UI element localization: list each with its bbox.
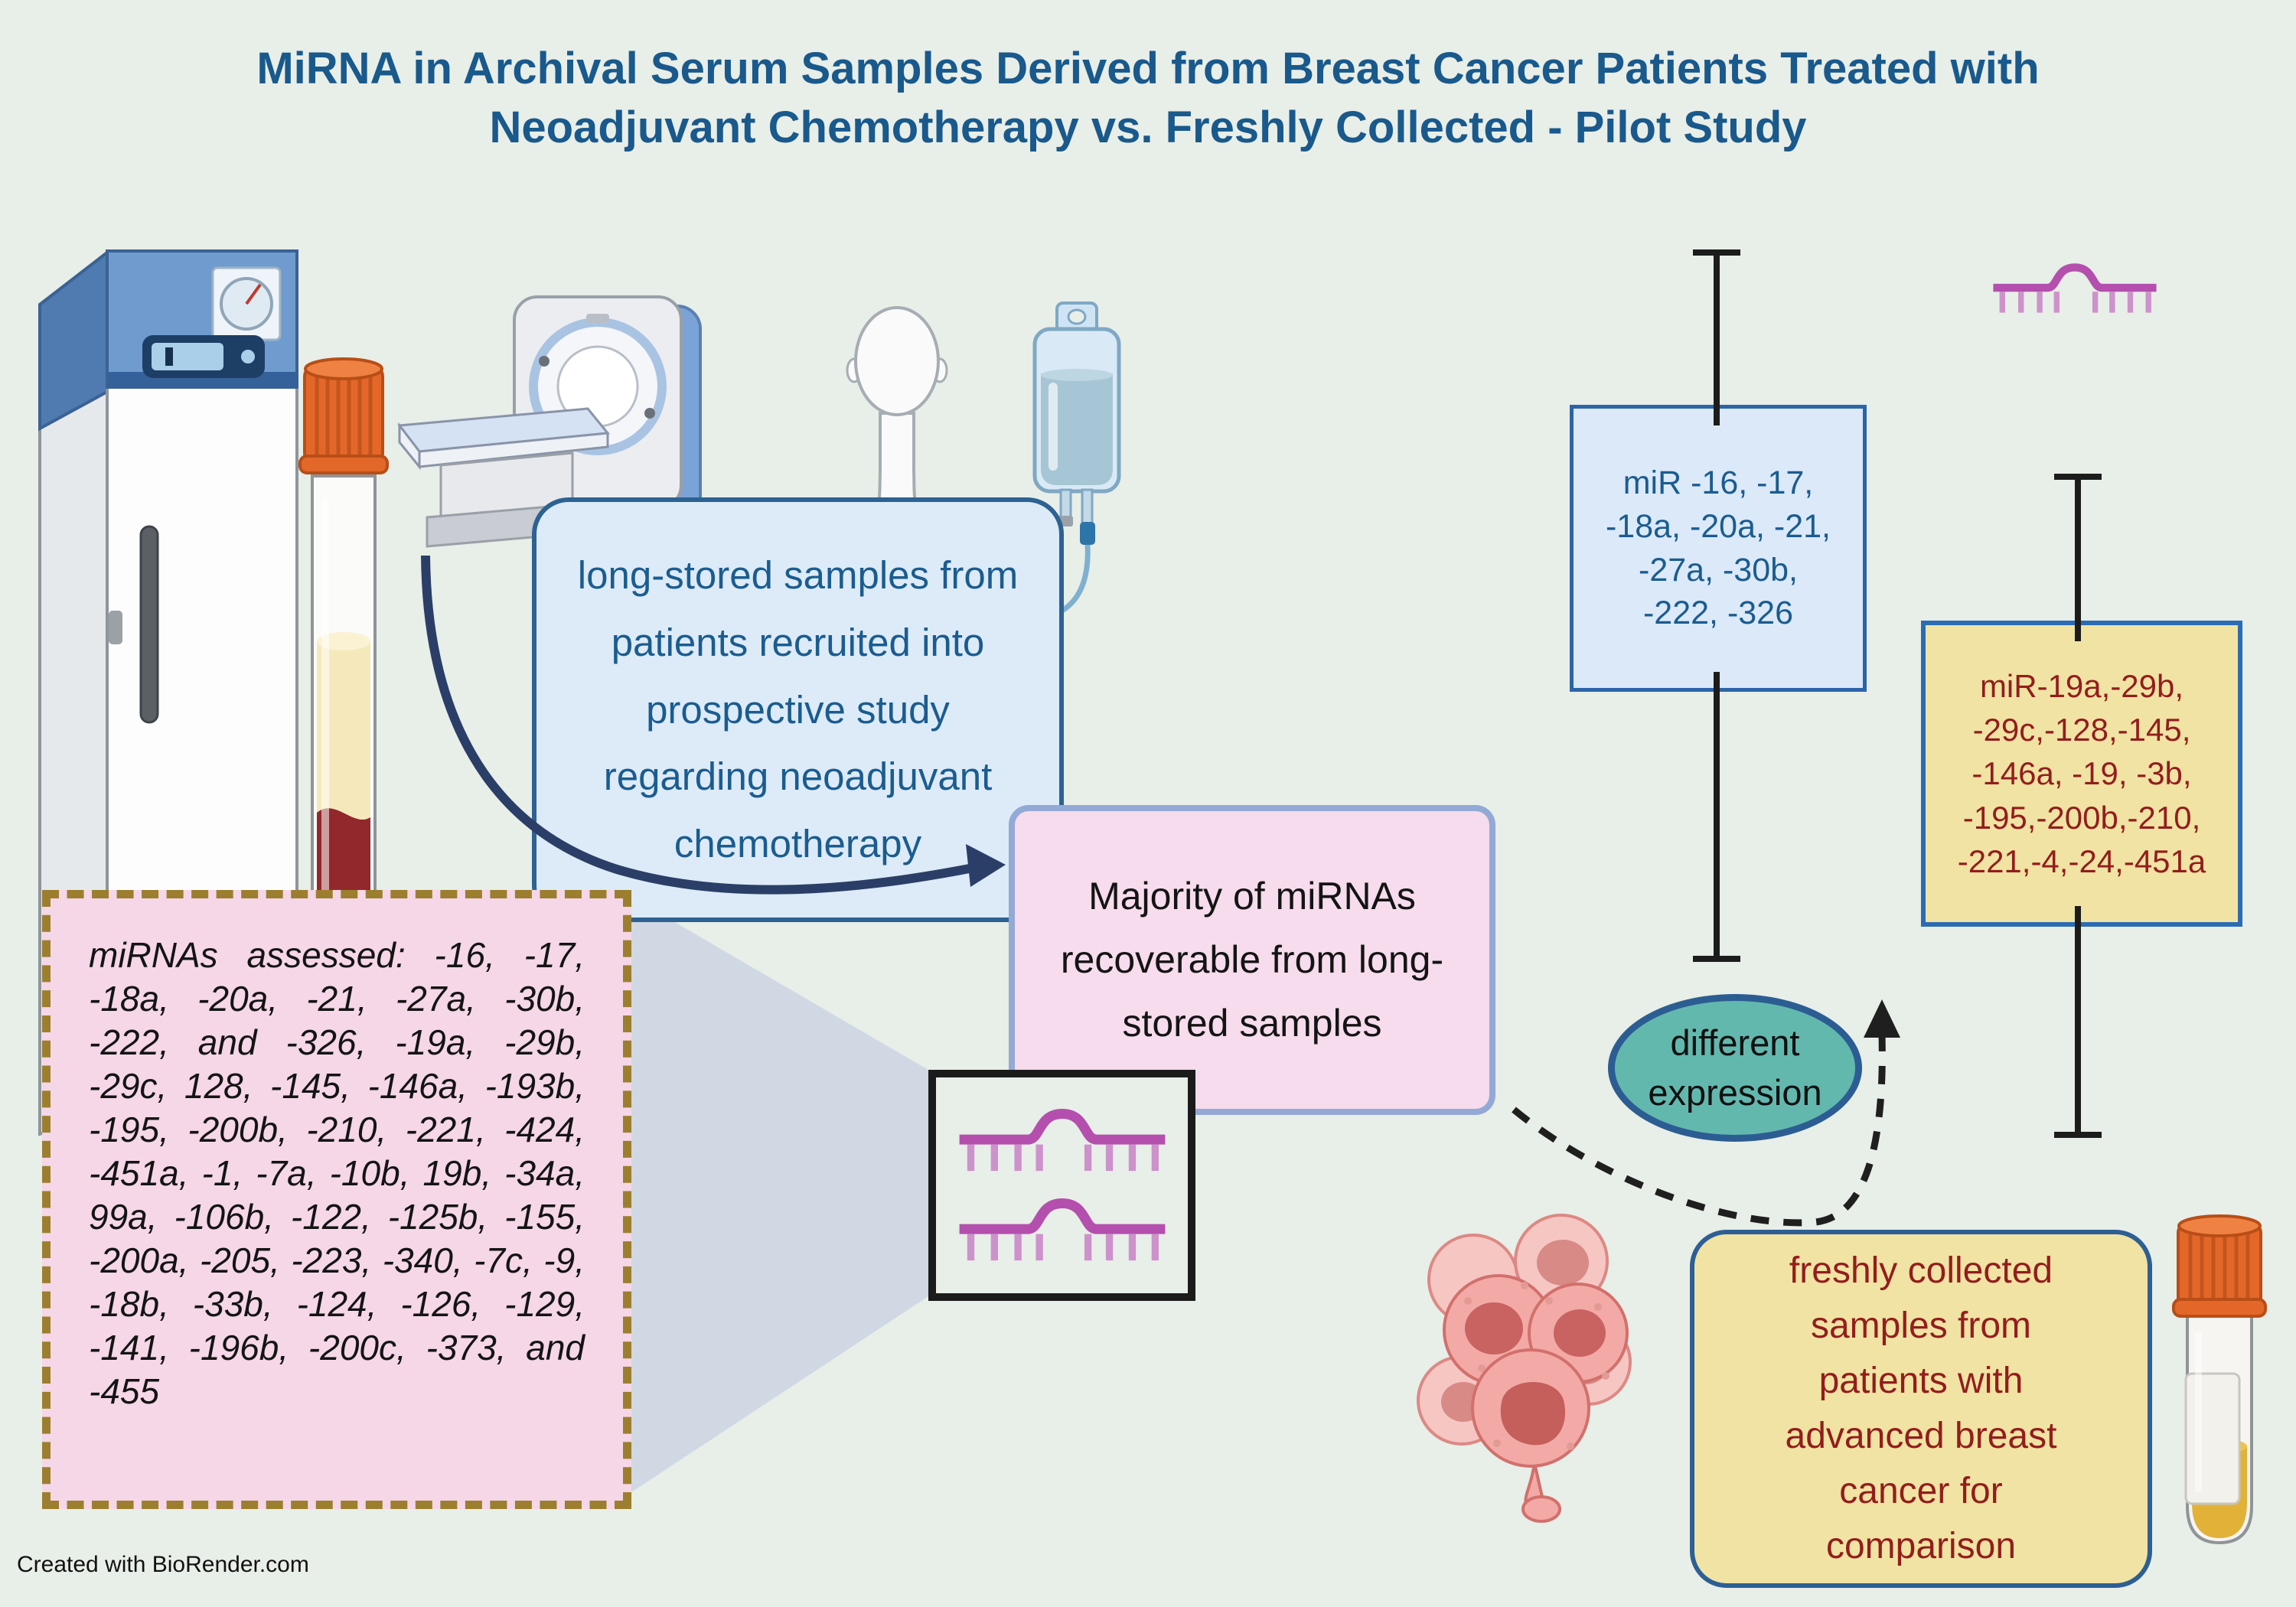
different-expression-text: different expression — [1648, 1022, 1822, 1113]
page-title: MiRNA in Archival Serum Samples Derived … — [0, 40, 2296, 157]
long-stored-samples-text: long-stored samples from patients recrui… — [577, 553, 1019, 866]
mir-list-line: -146a, -19, -3b, — [1971, 755, 2192, 792]
long-stored-samples-box: long-stored samples from patients recrui… — [532, 497, 1064, 922]
different-mir-list-box: miR-19a,-29b, -29c,-128,-145, -146a, -19… — [1921, 621, 2242, 927]
cancer-cells-icon — [1417, 1214, 1632, 1523]
mirna-strand-icon — [955, 1107, 1169, 1175]
freshly-collected-box: freshly collected samples from patients … — [1690, 1230, 2152, 1588]
mir-list-line: -195,-200b,-210, — [1962, 799, 2201, 836]
mir-list-line: -18a, -20a, -21, — [1605, 507, 1831, 545]
mir-list-line: miR -16, -17, — [1623, 464, 1814, 501]
mir-list-line: -27a, -30b, — [1639, 551, 1798, 588]
mirnas-assessed-text: miRNAs assessed: -16, -17, -18a, -20a, -… — [89, 935, 585, 1412]
majority-recoverable-box: Majority of miRNAs recoverable from long… — [1009, 805, 1495, 1115]
magnify-beam-shape — [631, 897, 931, 1492]
serum-tube-icon — [298, 357, 389, 960]
majority-recoverable-text: Majority of miRNAs recoverable from long… — [1060, 875, 1444, 1045]
freshly-collected-text: freshly collected samples from patients … — [1785, 1250, 2057, 1566]
title-line-2: Neoadjuvant Chemotherapy vs. Freshly Col… — [489, 102, 1807, 152]
mir-list-line: -221,-4,-24,-451a — [1957, 843, 2206, 879]
mirnas-assessed-box: miRNAs assessed: -16, -17, -18a, -20a, -… — [42, 890, 631, 1509]
sample-tube-icon — [2172, 1214, 2267, 1545]
mir-list-line: miR-19a,-29b, — [1979, 668, 2184, 705]
mir-list-line: -222, -326 — [1642, 595, 1794, 632]
different-expression-ellipse: different expression — [1608, 994, 1862, 1142]
mirna-strand-icon — [1993, 267, 2156, 312]
recoverable-mir-list-box: miR -16, -17, -18a, -20a, -21, -27a, -30… — [1570, 405, 1867, 692]
mir-list-line: -29c,-128,-145, — [1972, 712, 2191, 748]
biorender-credit: Created with BioRender.com — [17, 1552, 309, 1577]
title-line-1: MiRNA in Archival Serum Samples Derived … — [256, 44, 2040, 93]
mirna-strand-icon — [955, 1196, 1169, 1264]
mirna-pair-box — [928, 1070, 1195, 1301]
